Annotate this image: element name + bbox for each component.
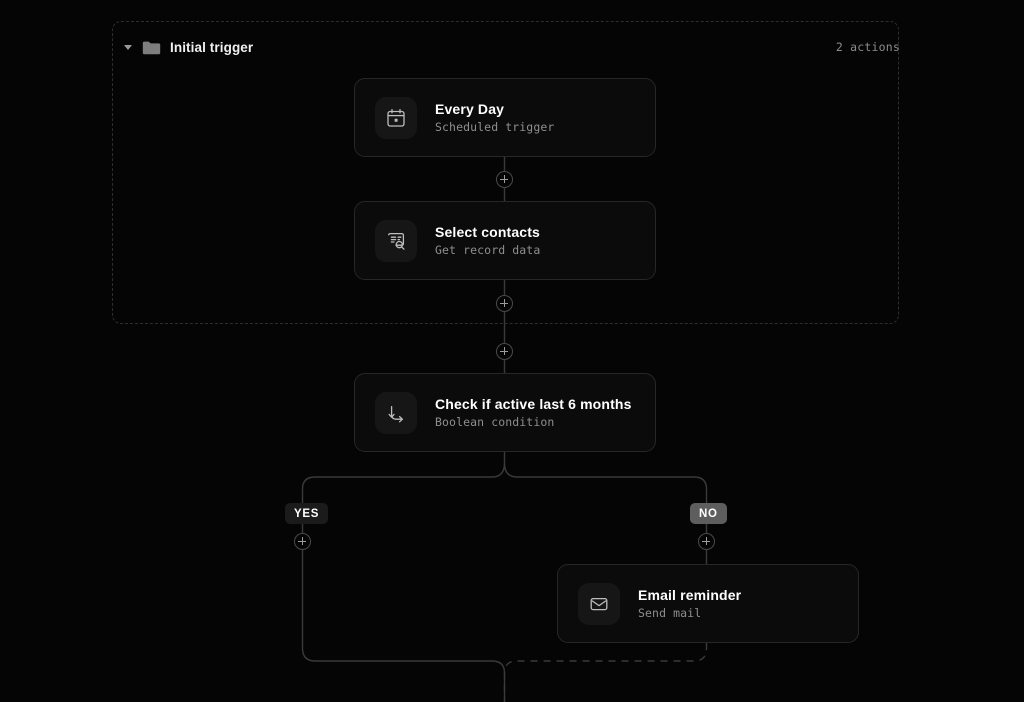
calendar-icon [375, 96, 417, 139]
node-title: Every Day [435, 101, 505, 117]
add-step-button[interactable] [496, 343, 513, 360]
add-step-button-yes-branch[interactable] [294, 533, 311, 550]
branch-arrow-icon [375, 391, 417, 434]
node-subtitle: Get record data [435, 243, 541, 257]
add-step-button[interactable] [496, 171, 513, 188]
node-subtitle: Scheduled trigger [435, 120, 555, 134]
node-subtitle: Boolean condition [435, 415, 555, 429]
branch-badge-yes[interactable]: YES [285, 503, 329, 524]
node-email-reminder[interactable]: Email reminder Send mail [557, 564, 859, 643]
group-actions-count: 2 actions [835, 40, 900, 54]
chevron-down-icon[interactable] [124, 44, 132, 50]
add-step-button[interactable] [496, 295, 513, 312]
node-check-active[interactable]: Check if active last 6 months Boolean co… [354, 373, 656, 452]
envelope-icon [578, 582, 620, 625]
trigger-group-header[interactable]: Initial trigger [124, 36, 253, 58]
node-select-contacts[interactable]: Select contacts Get record data [354, 201, 656, 280]
trigger-group-container[interactable] [112, 21, 899, 324]
branch-badge-no[interactable]: NO [690, 503, 727, 524]
add-step-button-no-branch[interactable] [698, 533, 715, 550]
node-every-day[interactable]: Every Day Scheduled trigger [354, 78, 656, 157]
node-title: Email reminder [638, 587, 742, 603]
node-title: Check if active last 6 months [435, 396, 632, 412]
document-search-icon [375, 219, 417, 262]
node-title: Select contacts [435, 224, 540, 240]
folder-icon [142, 40, 161, 55]
group-title: Initial trigger [170, 39, 254, 55]
node-subtitle: Send mail [638, 606, 702, 620]
